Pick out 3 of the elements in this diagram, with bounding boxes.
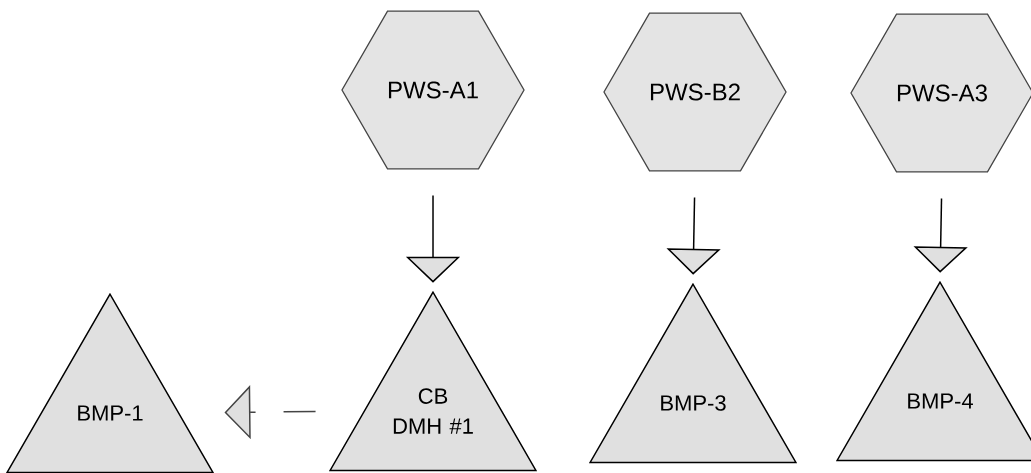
hexagon: PWS-B2 — [603, 12, 787, 172]
hexagon: PWS-A3 — [850, 13, 1031, 173]
hexagon: PWS-A1 — [341, 10, 525, 170]
